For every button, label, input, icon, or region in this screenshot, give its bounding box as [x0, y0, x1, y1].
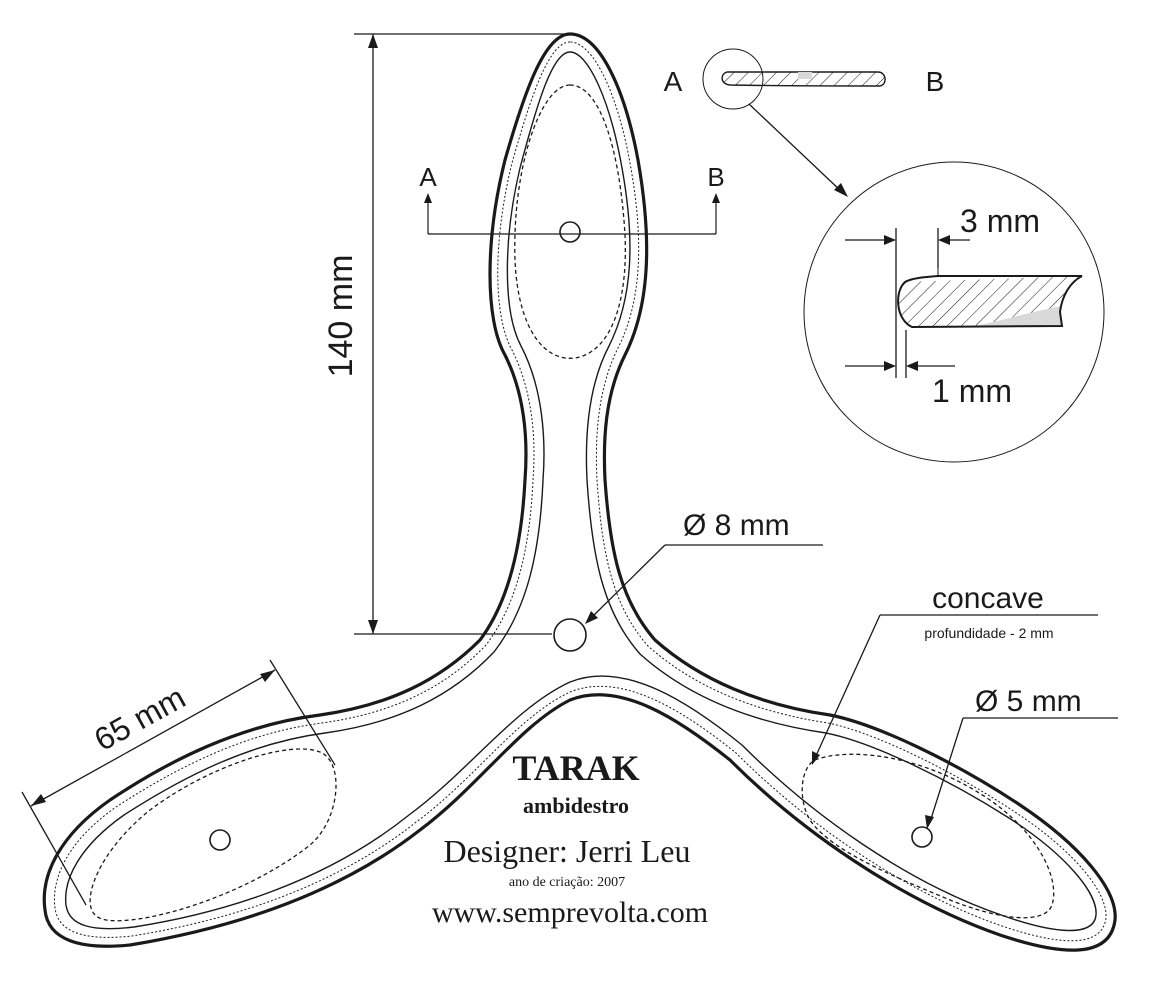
product-name: TARAK	[512, 748, 639, 788]
concave-area-top	[514, 84, 627, 359]
edge-bottom-dimension	[845, 330, 955, 378]
wing-arrow-right	[260, 670, 275, 682]
concave-sub-label: profundidade - 2 mm	[924, 625, 1053, 641]
detail-profile	[897, 275, 1083, 329]
hole-top	[559, 221, 581, 243]
profile-label-a: A	[664, 66, 683, 97]
length-label: 140 mm	[322, 255, 360, 378]
wing-dimension	[21, 659, 336, 906]
edge-top-arrow-left	[884, 235, 896, 245]
hole-left	[209, 829, 231, 851]
concave-label: concave	[932, 582, 1044, 615]
section-arrow-a	[424, 193, 432, 203]
concave-area-left	[89, 748, 337, 922]
length-dimension	[354, 33, 568, 635]
concave-arrow	[812, 751, 820, 765]
tip-hole-arrow	[925, 815, 934, 829]
section-arrow-b	[712, 193, 720, 203]
tip-hole-leader	[929, 717, 1118, 823]
profile-label-b: B	[926, 66, 945, 97]
detail-leader-arrow	[834, 183, 848, 197]
edge-bottom-arrow-right	[906, 361, 918, 371]
wing-arrow-left	[31, 794, 46, 806]
website-url: www.semprevolta.com	[432, 896, 708, 929]
length-arrow-top	[368, 34, 378, 48]
creation-year: ano de criação: 2007	[509, 875, 625, 890]
designer-credit: Designer: Jerri Leu	[443, 833, 690, 869]
section-line	[427, 200, 717, 235]
edge-bottom-arrow-left	[884, 361, 896, 371]
detail-leader	[748, 103, 843, 193]
edge-bottom-label: 1 mm	[932, 373, 1012, 409]
product-type: ambidestro	[523, 793, 629, 818]
boomerang-bevel-line	[64, 51, 1097, 932]
section-label-a: A	[419, 162, 437, 192]
hole-center	[553, 618, 587, 652]
boomerang-outer-outline	[42, 32, 1117, 952]
length-arrow-bottom	[368, 620, 378, 634]
hole-right	[911, 826, 933, 848]
center-hole-leader	[590, 544, 823, 619]
boomerang-inset-line	[53, 41, 1107, 942]
section-label-b: B	[707, 162, 724, 192]
tip-hole-label: Ø 5 mm	[975, 685, 1082, 718]
concave-leader	[814, 614, 1098, 759]
center-hole-label: Ø 8 mm	[683, 509, 790, 542]
edge-top-arrow-right	[938, 235, 950, 245]
profile-small-hole	[798, 72, 812, 79]
edge-top-label: 3 mm	[960, 203, 1040, 239]
center-hole-arrow	[585, 611, 598, 624]
